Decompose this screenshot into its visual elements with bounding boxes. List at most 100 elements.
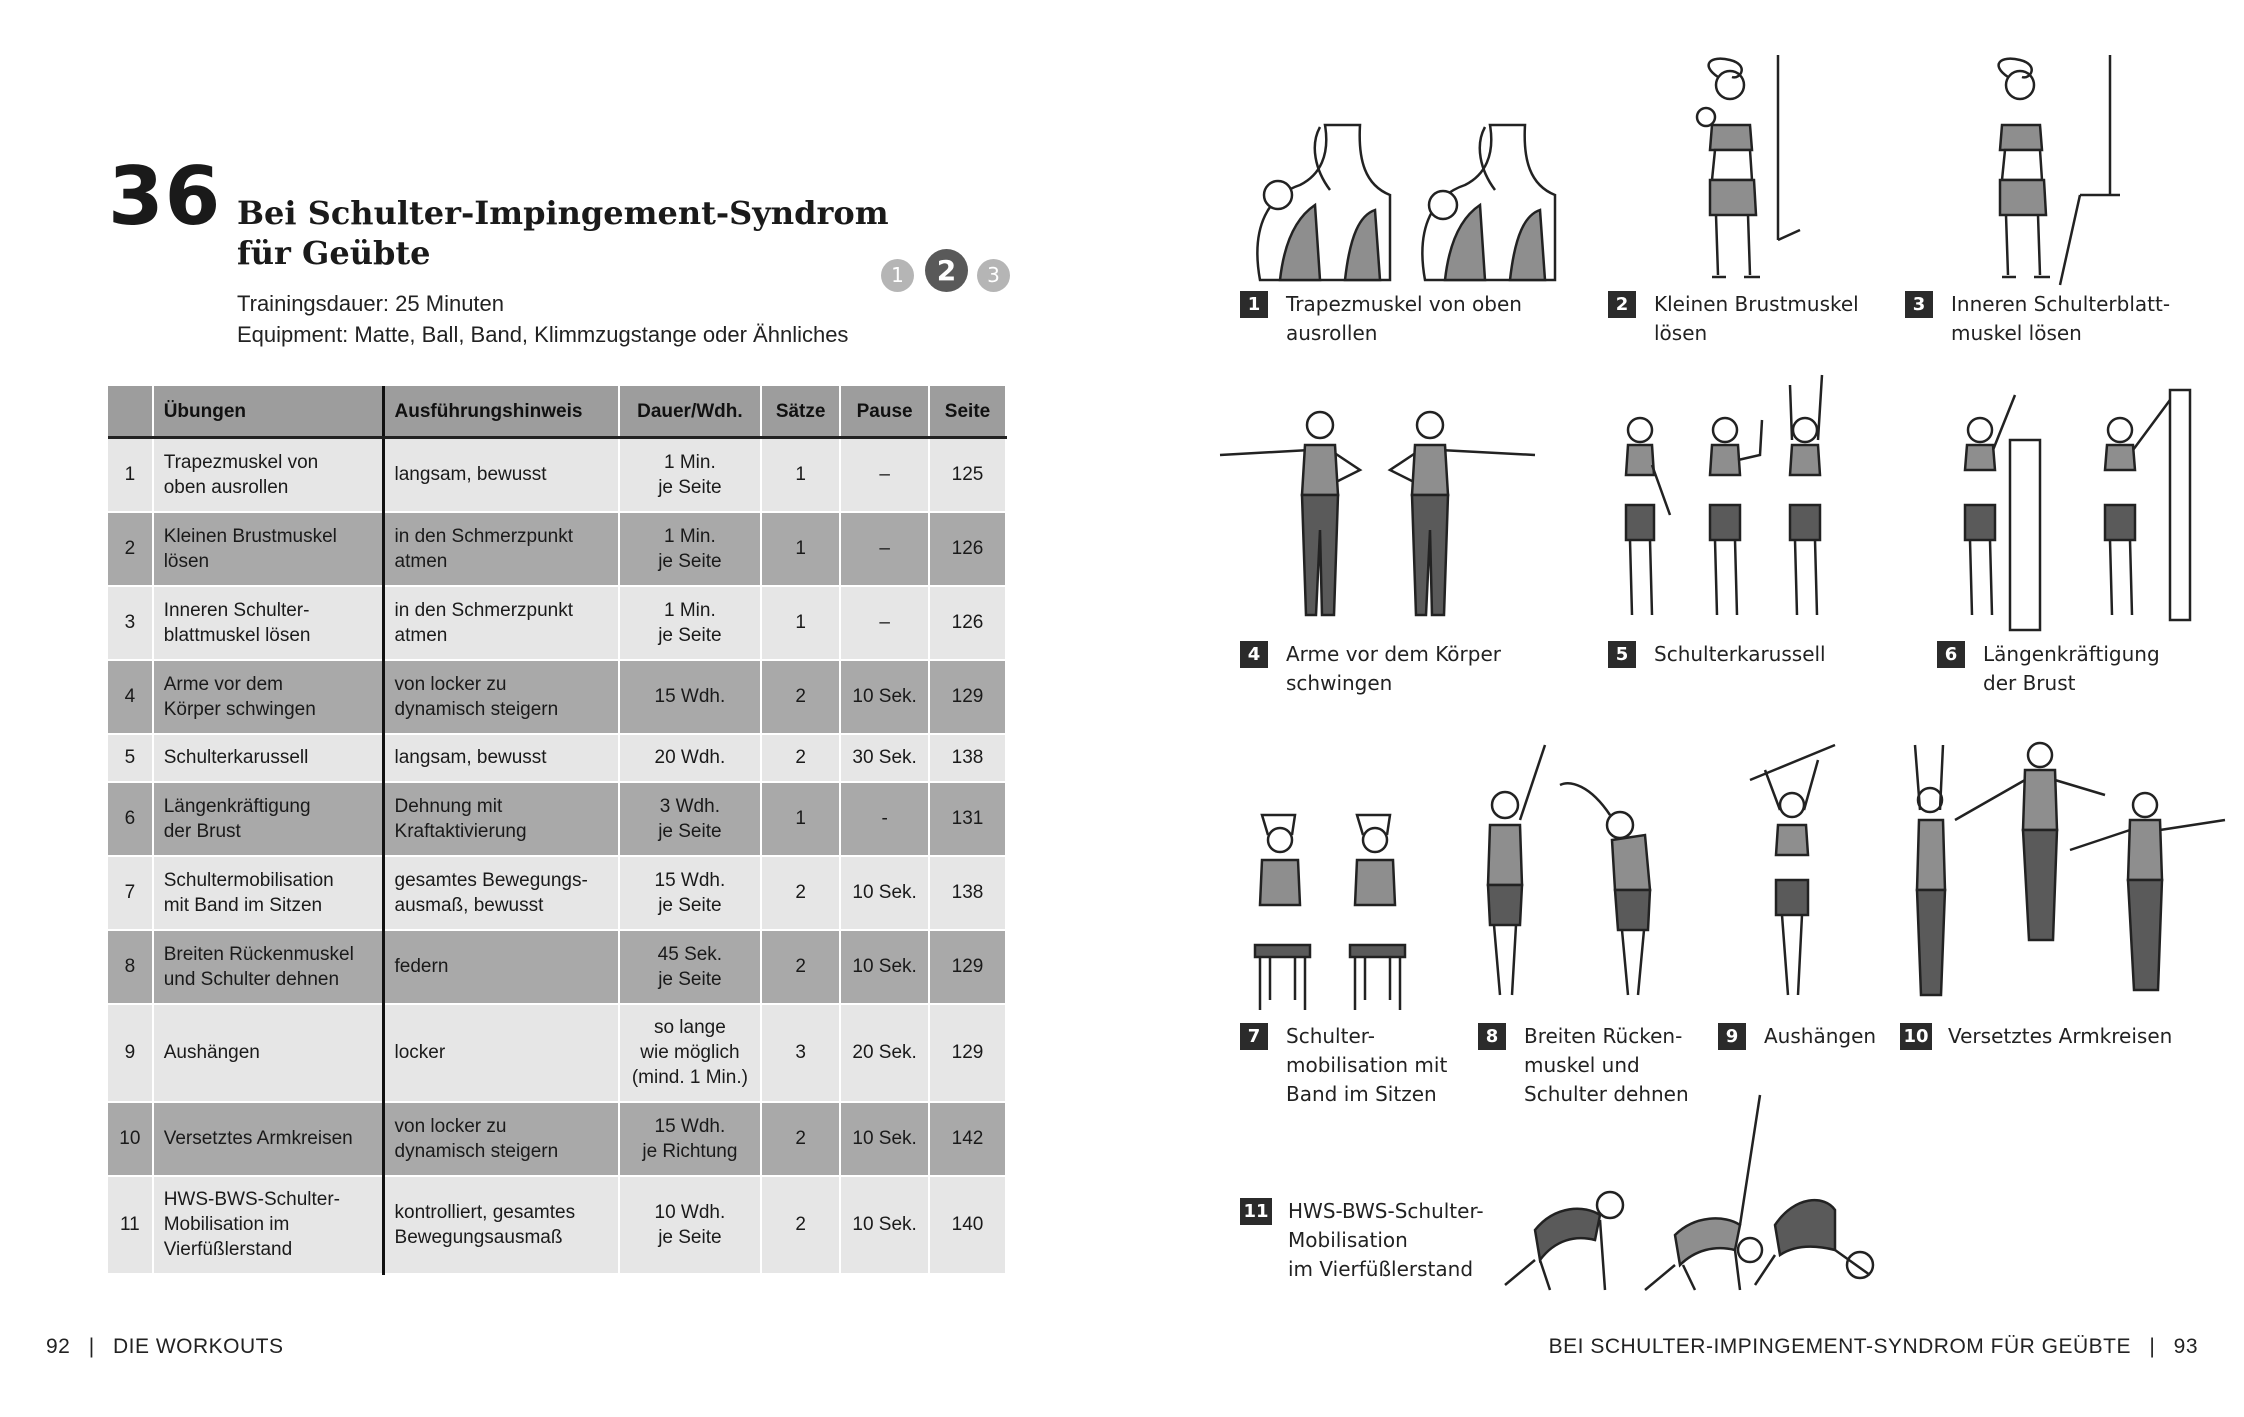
cell-hint-line: von locker zu (394, 673, 507, 695)
cell-exercise-line: Schulterkarussell (163, 747, 309, 768)
cell-page: 142 (929, 1101, 1007, 1177)
header-sets: Sätze (761, 386, 842, 439)
cell-nr: 1 (108, 437, 154, 513)
equipment: Equipment: Matte, Ball, Band, Klimmzugst… (237, 322, 849, 347)
cell-exercise-line: Breiten Rückenmuskel (163, 943, 354, 965)
cell-duration: 1 Min.je Seite (618, 511, 763, 587)
caption-text: Aushängen (1764, 1022, 1876, 1051)
cell-pause: 10 Sek. (840, 855, 931, 931)
cell-duration-line: 10 Wdh. (654, 1201, 726, 1223)
illustration-10-alternating-arm-circles (1913, 741, 2226, 997)
cell-page: 140 (929, 1175, 1007, 1275)
cell-hint-line: langsam, bewusst (394, 464, 547, 486)
caption-number-badge: 4 (1240, 641, 1268, 668)
cell-nr: 5 (108, 733, 154, 783)
cell-duration: 20 Wdh. (618, 733, 763, 783)
cell-duration: 1 Min.je Seite (618, 437, 763, 513)
cell-exercise-line: Trapezmuskel von (163, 451, 319, 473)
cell-hint-line: locker (394, 1042, 446, 1063)
header-duration: Dauer/Wdh. (618, 386, 763, 439)
cell-duration-line: 1 Min. (664, 525, 716, 547)
cell-exercise-line: Vierfüßlerstand (163, 1239, 293, 1260)
caption-number-badge: 2 (1608, 291, 1636, 318)
caption-number-badge: 1 (1240, 291, 1268, 318)
cell-hint-line: Bewegungsausmaß (394, 1226, 563, 1248)
cell-exercise: Breiten Rückenmuskel und Schulter dehnen (152, 929, 385, 1005)
cell-sets: 2 (761, 1101, 842, 1177)
cell-sets: 1 (761, 781, 842, 857)
cell-hint-line: in den Schmerzpunkt (394, 599, 574, 621)
cell-duration: 1 Min.je Seite (618, 585, 763, 661)
cell-page: 129 (929, 659, 1007, 735)
footer-left: 92 | DIE WORKOUTS (46, 1335, 284, 1358)
cell-page: 126 (929, 511, 1007, 587)
cell-exercise-line: Längenkräftigung (163, 795, 311, 817)
illustration-6-chest-lengthening (1963, 388, 2192, 632)
cell-duration: 15 Wdh. (618, 659, 763, 735)
illustration-11-quadruped-mobilization (1504, 1094, 1875, 1291)
caption-number-badge: 6 (1937, 641, 1965, 668)
cell-sets: 2 (761, 659, 842, 735)
caption-line: Mobilisation (1288, 1228, 1408, 1252)
caption-line: Schulter- (1286, 1024, 1375, 1048)
cell-hint-line: dynamisch steigern (394, 698, 559, 720)
cell-exercise-line: oben ausrollen (163, 476, 289, 498)
cell-nr: 8 (108, 929, 154, 1005)
illustration-1-trapezius-rolling (1256, 123, 1557, 282)
exercise-table: Übungen Ausführungshinweis Dauer/Wdh. Sä… (108, 386, 1007, 1275)
cell-duration-line: je Seite (658, 820, 722, 842)
illustration-5-shoulder-carousel (1624, 374, 1824, 616)
workout-number: 36 (108, 150, 222, 243)
cell-duration-line: 45 Sek. (657, 943, 723, 965)
cell-pause: 30 Sek. (840, 733, 931, 783)
workout-title: Bei Schulter-Impingement-Syndrom für Geü… (237, 193, 889, 273)
table-header-row: Übungen Ausführungshinweis Dauer/Wdh. Sä… (108, 386, 1007, 439)
cell-duration-line: je Seite (658, 624, 722, 646)
cell-exercise-line: blattmuskel lösen (163, 624, 311, 646)
caption-text: Schulterkarussell (1654, 640, 1826, 669)
caption-line: Kleinen Brustmuskel (1654, 292, 1859, 316)
caption-line: Schulterkarussell (1654, 642, 1826, 666)
title-line-1: Bei Schulter-Impingement-Syndrom (237, 194, 889, 232)
cell-hint-line: atmen (394, 624, 448, 646)
caption-line: im Vierfüßlerstand (1288, 1257, 1474, 1281)
page-number-left: 92 (46, 1335, 71, 1358)
caption-number-badge: 5 (1608, 641, 1636, 668)
section-name-left: DIE WORKOUTS (113, 1335, 284, 1358)
table-row: 5 Schulterkarussell langsam, bewusst 20 Wdh… (108, 733, 1007, 783)
caption-text: Inneren Schulterblatt-muskel lösen (1951, 290, 2170, 348)
cell-page: 138 (929, 733, 1007, 783)
caption-text: HWS-BWS-Schulter- Mobilisation im Vierfüßl… (1288, 1197, 1484, 1284)
cell-page: 131 (929, 781, 1007, 857)
caption-line: schwingen (1286, 671, 1393, 695)
illustration-8-lat-stretch (1486, 744, 1652, 996)
caption-line: Schulter dehnen (1524, 1082, 1689, 1106)
caption-line: muskel und (1524, 1053, 1640, 1077)
cell-duration-line: so lange (653, 1017, 726, 1038)
cell-pause: – (840, 511, 931, 587)
caption-line: ausrollen (1286, 321, 1378, 345)
cell-sets: 1 (761, 585, 842, 661)
caption-line: HWS-BWS-Schulter- (1288, 1199, 1484, 1223)
cell-exercise-line: und Schulter dehnen (163, 968, 340, 990)
cell-pause: 10 Sek. (840, 659, 931, 735)
cell-exercise-line: lösen (163, 550, 210, 572)
cell-hint-line: langsam, bewusst (394, 747, 547, 768)
footer-right: BEI SCHULTER-IMPINGEMENT-SYNDROM FÜR GEÜ… (1548, 1335, 2198, 1358)
cell-duration-line: 3 Wdh. (659, 795, 720, 817)
illustration-4-arm-swings (1219, 410, 1536, 617)
caption-line: Inneren Schulterblatt- (1951, 292, 2171, 316)
caption-line: der Brust (1983, 671, 2076, 695)
cell-duration-line: (mind. 1 Min.) (631, 1067, 748, 1088)
